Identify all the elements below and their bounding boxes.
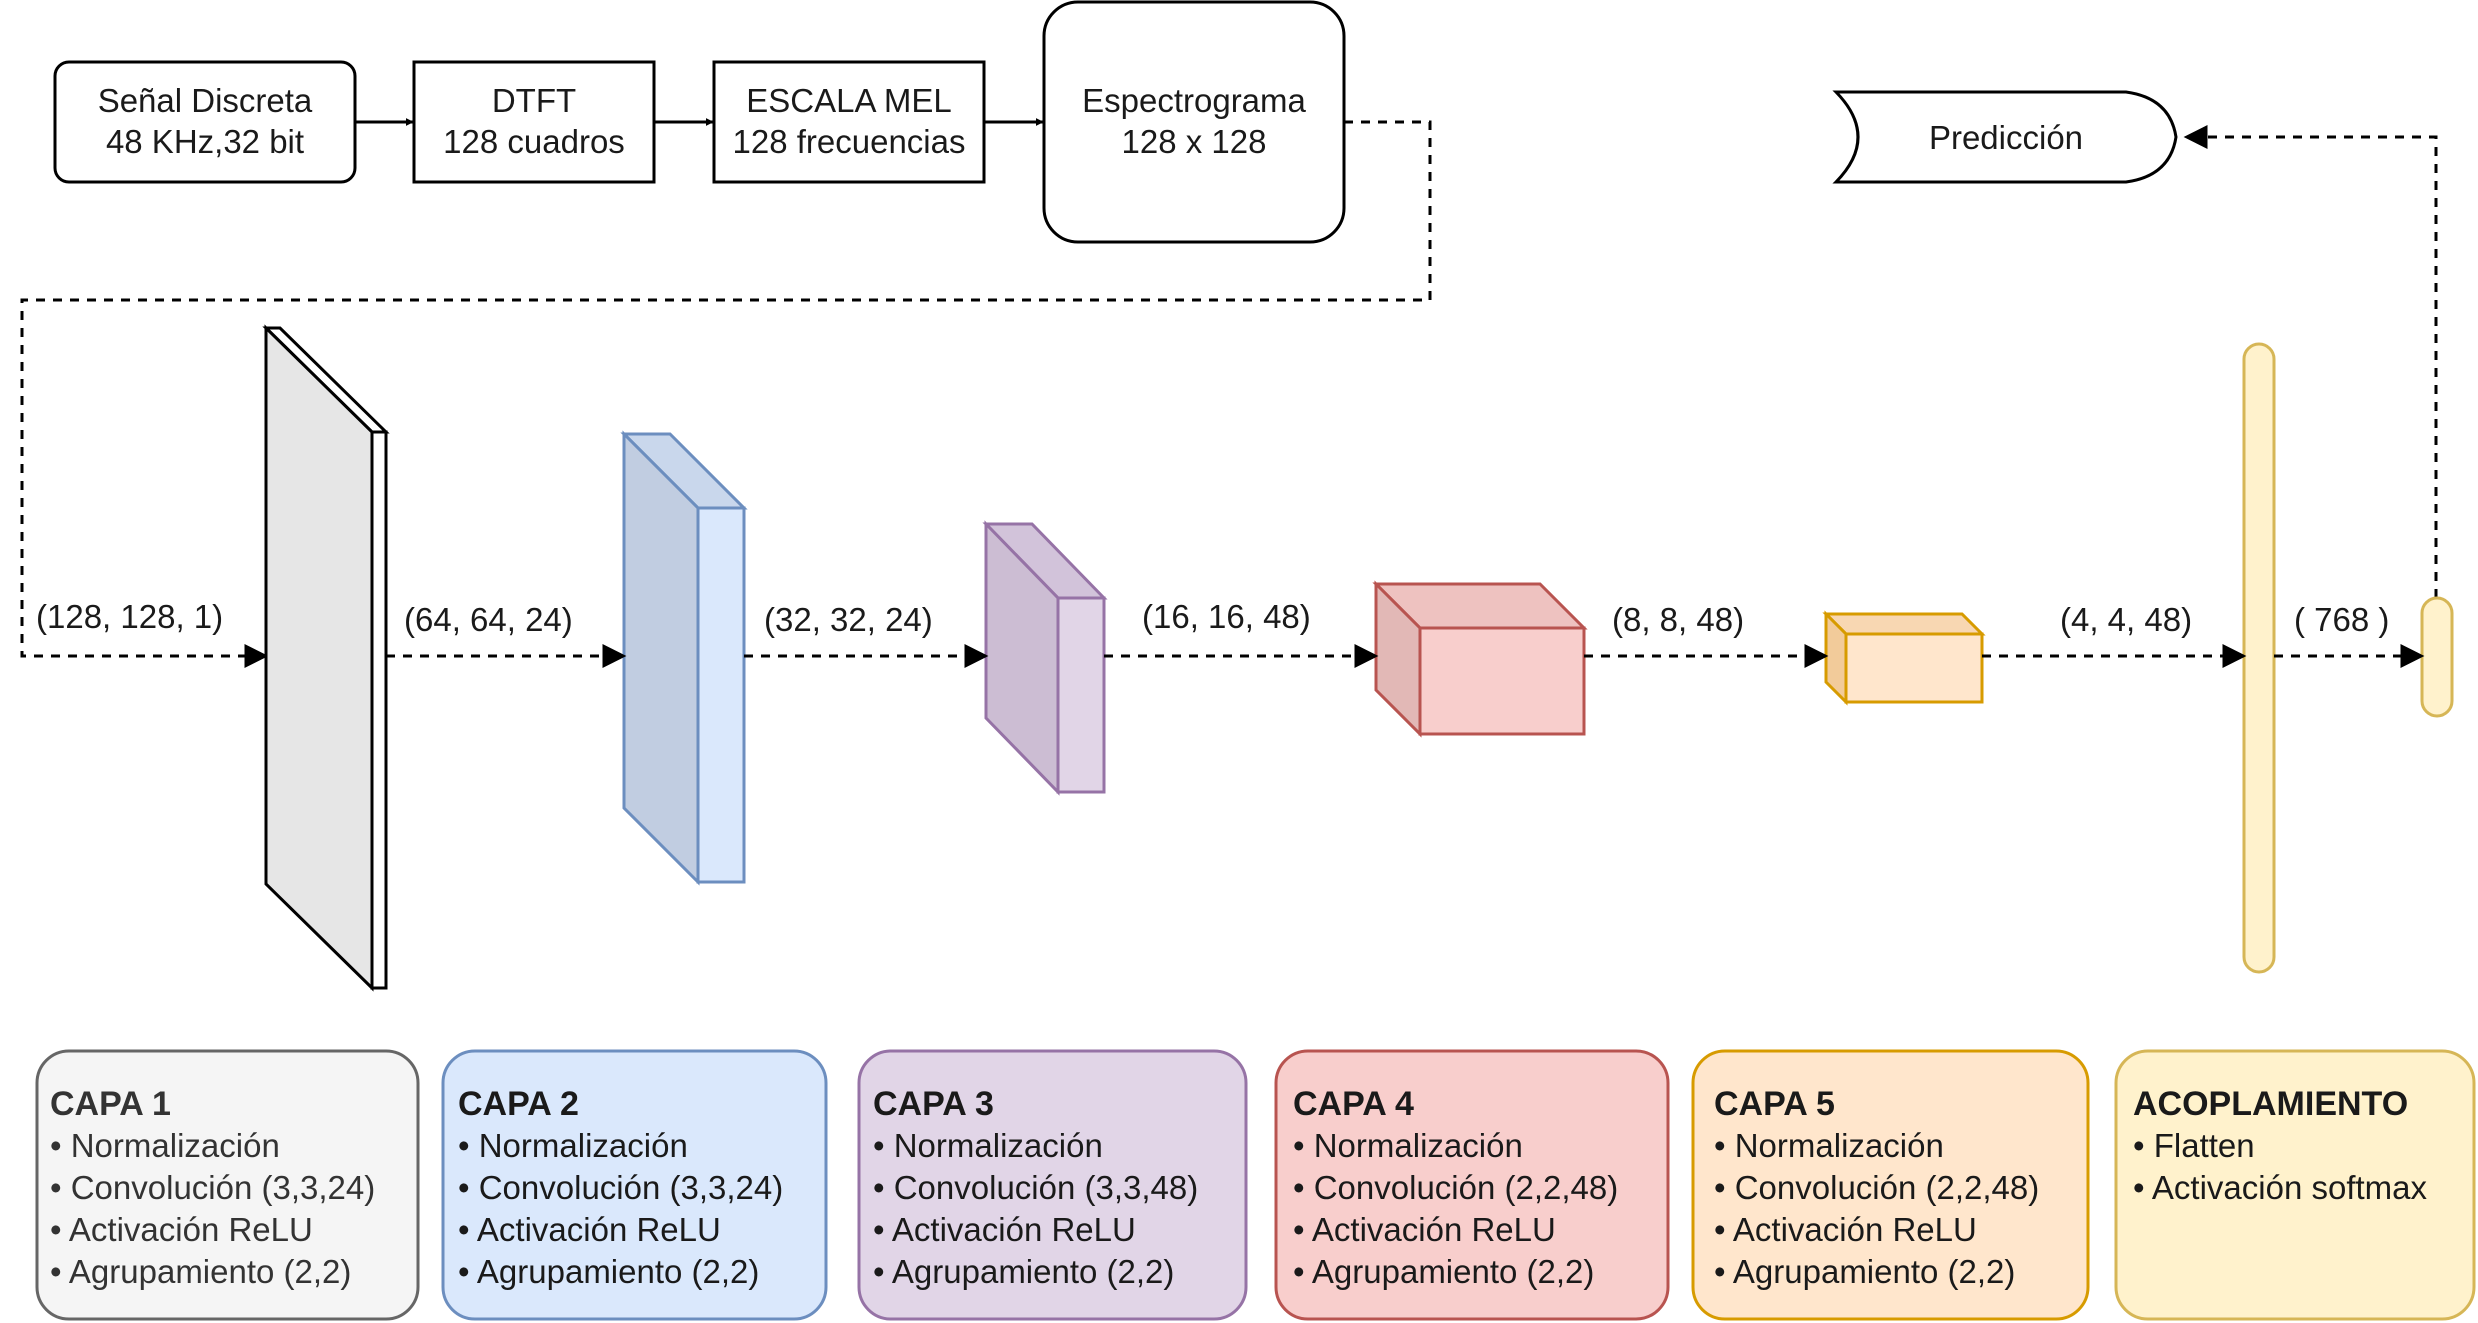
capa1-block xyxy=(262,324,390,992)
capa4-item: • Agrupamiento (2,2) xyxy=(1293,1253,1594,1290)
senal-discreta-box: Señal Discreta 48 KHz,32 bit xyxy=(53,60,357,184)
shape-label-7: ( 768 ) xyxy=(2294,601,2389,638)
capa1-item: • Activación ReLU xyxy=(50,1211,313,1248)
shape-label-6: (4, 4, 48) xyxy=(2060,601,2192,638)
capa4-card: CAPA 4 • Normalización • Convolución (2,… xyxy=(1274,1049,1670,1321)
capa2-item: • Convolución (3,3,24) xyxy=(458,1169,783,1206)
capa5-card: CAPA 5 • Normalización • Convolución (2,… xyxy=(1691,1049,2090,1321)
acoplamiento-item: • Flatten xyxy=(2133,1127,2255,1164)
senal-line1: Señal Discreta xyxy=(98,82,313,119)
capa1-item: • Convolución (3,3,24) xyxy=(50,1169,375,1206)
escala-mel-box: ESCALA MEL 128 frecuencias xyxy=(712,60,986,184)
mel-line1: ESCALA MEL xyxy=(746,82,951,119)
dtft-line2: 128 cuadros xyxy=(443,123,625,160)
senal-line2: 48 KHz,32 bit xyxy=(106,123,304,160)
shape-label-5: (8, 8, 48) xyxy=(1612,601,1744,638)
capa2-item: • Agrupamiento (2,2) xyxy=(458,1253,759,1290)
capa3-item: • Normalización xyxy=(873,1127,1103,1164)
acoplamiento-item: • Activación softmax xyxy=(2133,1169,2428,1206)
prediccion-shape: Predicción xyxy=(1832,90,2178,184)
shape-label-3: (32, 32, 24) xyxy=(764,601,933,638)
capa4-title: CAPA 4 xyxy=(1293,1085,1414,1123)
capa4-item: • Normalización xyxy=(1293,1127,1523,1164)
capa5-item: • Activación ReLU xyxy=(1714,1211,1977,1248)
mel-line2: 128 frecuencias xyxy=(733,123,966,160)
capa5-item: • Convolución (2,2,48) xyxy=(1714,1169,2039,1206)
capa3-block xyxy=(982,520,1108,796)
prediccion-label: Predicción xyxy=(1929,119,2083,156)
capa4-item: • Activación ReLU xyxy=(1293,1211,1556,1248)
capa3-title: CAPA 3 xyxy=(873,1085,994,1123)
capa2-item: • Normalización xyxy=(458,1127,688,1164)
acoplamiento-card: ACOPLAMIENTO • Flatten • Activación soft… xyxy=(2114,1049,2476,1321)
capa4-block xyxy=(1372,580,1588,738)
capa4-item: • Convolución (2,2,48) xyxy=(1293,1169,1618,1206)
capa3-item: • Convolución (3,3,48) xyxy=(873,1169,1198,1206)
capa3-card: CAPA 3 • Normalización • Convolución (3,… xyxy=(857,1049,1248,1321)
capa1-item: • Normalización xyxy=(50,1127,280,1164)
capa5-block xyxy=(1822,610,1986,706)
capa5-title: CAPA 5 xyxy=(1714,1085,1835,1123)
capa3-item: • Agrupamiento (2,2) xyxy=(873,1253,1174,1290)
shape-label-2: (64, 64, 24) xyxy=(404,601,573,638)
capa1-card: CAPA 1 • Normalización • Convolución (3,… xyxy=(35,1049,420,1321)
shape-label-4: (16, 16, 48) xyxy=(1142,598,1311,635)
espectrograma-line2: 128 x 128 xyxy=(1122,123,1267,160)
capa1-item: • Agrupamiento (2,2) xyxy=(50,1253,351,1290)
espectrograma-line1: Espectrograma xyxy=(1082,82,1306,119)
capa2-title: CAPA 2 xyxy=(458,1085,579,1123)
capa5-item: • Agrupamiento (2,2) xyxy=(1714,1253,2015,1290)
dtft-line1: DTFT xyxy=(492,82,576,119)
capa1-title: CAPA 1 xyxy=(50,1085,171,1123)
dtft-box: DTFT 128 cuadros xyxy=(412,60,656,184)
acoplamiento-title: ACOPLAMIENTO xyxy=(2133,1085,2408,1123)
capa2-block xyxy=(620,430,748,886)
connector-espectrograma-capa1 xyxy=(20,120,1432,668)
capa2-card: CAPA 2 • Normalización • Convolución (3,… xyxy=(441,1049,828,1321)
capa2-item: • Activación ReLU xyxy=(458,1211,721,1248)
shape-label-1: (128, 128, 1) xyxy=(36,598,223,635)
output-layer-bar xyxy=(2420,596,2454,718)
connector-flatten-prediccion xyxy=(2183,125,2438,598)
capa5-item: • Normalización xyxy=(1714,1127,1944,1164)
dense-layer-bar xyxy=(2242,342,2276,974)
espectrograma-box: Espectrograma 128 x 128 xyxy=(1042,0,1346,244)
capa3-item: • Activación ReLU xyxy=(873,1211,1136,1248)
